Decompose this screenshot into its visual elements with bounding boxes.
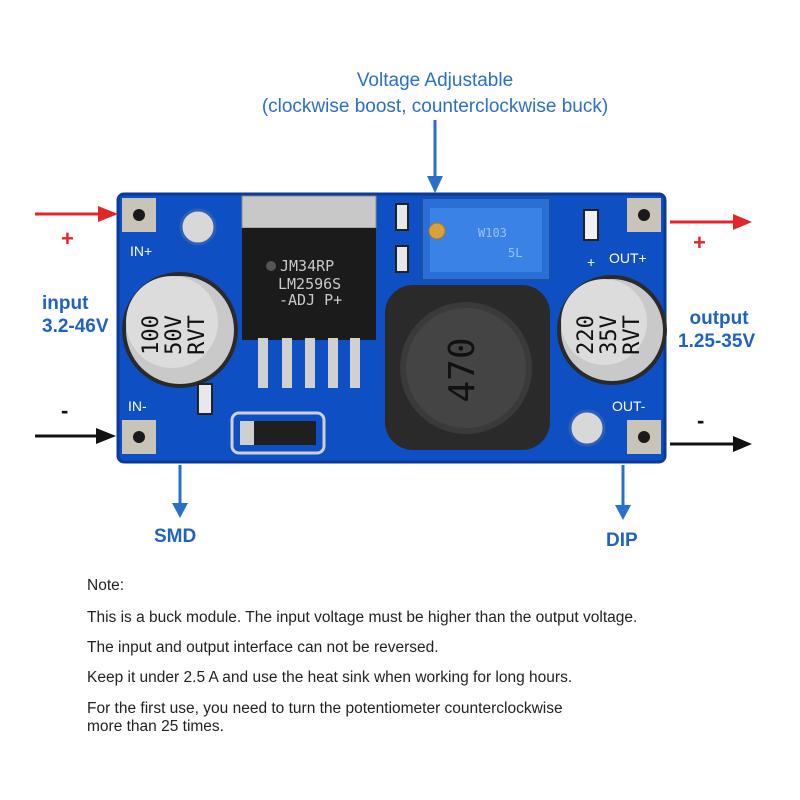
regulator-chip [242, 228, 376, 340]
arrow-out-plus [670, 214, 752, 230]
output-range: 1.25-35V [678, 331, 756, 352]
smd-arrow [172, 465, 188, 518]
mount-hole-bottom-right [568, 409, 606, 447]
pin-label-in-plus: IN+ [130, 243, 152, 259]
dip-arrow [615, 465, 631, 520]
pad-out-minus [627, 420, 661, 454]
input-label: input 3.2-46V [42, 292, 109, 338]
input-plus-sign: + [61, 226, 74, 251]
smd-diode [230, 411, 326, 455]
callout-line1: Voltage Adjustable [356, 70, 514, 91]
cap-input-value: 100 [139, 315, 164, 355]
potentiometer[interactable] [421, 197, 551, 281]
note-item-1: This is a buck module. The input voltage… [87, 609, 638, 626]
mount-hole-top-left [179, 208, 217, 246]
note-item-3: Keep it under 2.5 A and use the heat sin… [87, 669, 573, 686]
voltage-adjust-callout: Voltage Adjustable (clockwise boost, cou… [0, 68, 800, 120]
smd-resistor-1 [395, 203, 409, 231]
regulator-logo-icon [266, 261, 276, 271]
smd-resistor-2 [395, 245, 409, 273]
pin-label-out-plus: OUT+ [609, 250, 647, 266]
cap-output-series: RVT [620, 315, 645, 355]
callout-arrow [427, 120, 443, 193]
inductor-marking: 470 [442, 337, 483, 402]
arrow-in-plus [35, 206, 118, 222]
dip-label: DIP [606, 530, 638, 551]
pin-label-out-minus: OUT- [612, 398, 646, 414]
regulator-tab [241, 195, 377, 229]
input-range: 3.2-46V [42, 316, 109, 337]
cap-input-series: RVT [185, 315, 210, 355]
note-item-2: The input and output interface can not b… [87, 639, 439, 656]
smd-capacitor [197, 383, 213, 415]
output-plus-sign: + [693, 230, 706, 255]
input-label-text: input [42, 293, 89, 314]
input-minus-sign: - [61, 398, 69, 423]
regulator-text-3: -ADJ P+ [279, 291, 342, 309]
pot-suffix: 5L [508, 246, 522, 260]
cap-output-value: 220 [574, 315, 599, 355]
smd-led [583, 209, 599, 241]
smd-label: SMD [154, 526, 197, 547]
cap-output-marking: 220 35V RVT [574, 315, 645, 355]
pin-label-in-minus: IN- [128, 398, 147, 414]
pad-in-plus [122, 198, 156, 232]
cap-input-marking: 100 50V RVT [139, 315, 210, 355]
regulator-legs [258, 338, 360, 388]
regulator-text-2: LM2596S [278, 275, 341, 293]
note-item-4: For the first use, you need to turn the … [87, 700, 563, 717]
inductor [385, 285, 550, 450]
notes-heading: Note: [87, 577, 125, 594]
pcb-board [116, 192, 667, 464]
output-label: output 1.25-35V [678, 307, 755, 353]
capacitor-input [122, 272, 238, 388]
capacitor-output [557, 275, 667, 385]
pad-out-plus [627, 198, 661, 232]
cap-output-voltage: 35V [597, 315, 622, 355]
pot-code: W103 [478, 226, 507, 240]
arrow-in-minus [35, 428, 116, 444]
regulator-text-1: JM34RP [280, 257, 334, 275]
pot-screw-icon[interactable] [428, 222, 446, 240]
pad-in-minus [122, 420, 156, 454]
output-label-text: output [689, 308, 749, 329]
note-item-5: more than 25 times. [87, 718, 224, 735]
output-minus-sign: - [697, 408, 705, 433]
callout-line2: (clockwise boost, counterclockwise buck) [261, 96, 609, 117]
pcb-plus-mark: + [587, 254, 595, 270]
cap-input-voltage: 50V [162, 315, 187, 355]
arrow-out-minus [670, 436, 752, 452]
